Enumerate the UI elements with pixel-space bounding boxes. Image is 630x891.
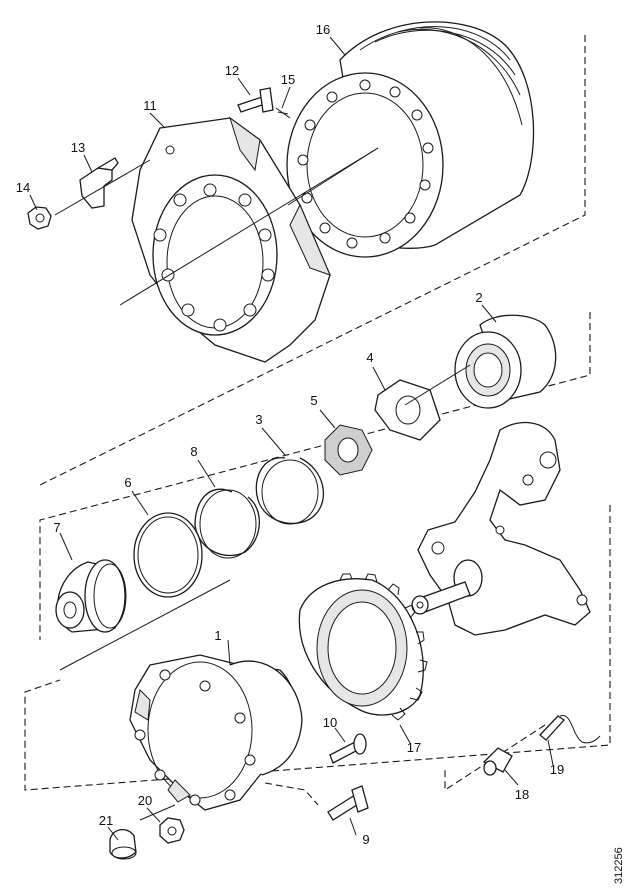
disc-bolt-holes [153, 183, 275, 332]
sleeve-18 [482, 747, 513, 776]
circlip-8 [194, 488, 260, 559]
o-ring-6 [133, 512, 203, 598]
bracket-13 [79, 157, 119, 209]
center-axes [54, 147, 471, 821]
callout-2: 2 [475, 290, 482, 305]
bolt-9 [327, 785, 369, 821]
abs-ring-teeth [339, 573, 428, 721]
sensor-19 [539, 715, 601, 744]
callout-13: 13 [71, 140, 85, 155]
callout-17: 17 [407, 740, 421, 755]
callout-19: 19 [550, 762, 564, 777]
callout-9: 9 [362, 832, 369, 847]
callout-4: 4 [366, 350, 373, 365]
lock-washer-4 [374, 379, 441, 441]
nut-14 [27, 206, 52, 230]
leader-lines [29, 36, 554, 841]
callout-5: 5 [310, 393, 317, 408]
callout-16: 16 [316, 22, 330, 37]
bolt-12 [237, 87, 274, 113]
callout-labels: 1 2 3 4 5 6 7 8 9 10 11 12 13 14 15 16 1… [16, 22, 564, 847]
wheel-disc [131, 116, 331, 363]
spring-pin-15 [275, 107, 291, 119]
callout-21: 21 [99, 813, 113, 828]
callout-7: 7 [53, 520, 60, 535]
callout-15: 15 [281, 72, 295, 87]
bearing-2 [454, 314, 557, 409]
abs-ring-17 [298, 573, 428, 721]
callout-18: 18 [515, 787, 529, 802]
document-number: 312256 [613, 847, 625, 884]
callout-20: 20 [138, 793, 152, 808]
callout-10: 10 [323, 715, 337, 730]
callout-14: 14 [16, 180, 30, 195]
nut-20 [159, 817, 185, 844]
hub-nut-5 [324, 424, 373, 476]
wheel-stud-10 [329, 733, 367, 764]
hub-bolt-holes [134, 669, 256, 806]
callout-8: 8 [190, 444, 197, 459]
circlip-3 [255, 457, 324, 525]
callout-3: 3 [255, 412, 262, 427]
callout-11: 11 [143, 98, 157, 113]
wheel-hub-1 [129, 654, 303, 811]
drum-bolt-holes [297, 79, 434, 249]
callout-1: 1 [214, 628, 221, 643]
callout-12: 12 [225, 63, 239, 78]
group-lines [24, 35, 611, 806]
brake-drum [286, 21, 535, 258]
cap-nut-21 [109, 829, 137, 860]
hub-cap-7 [55, 559, 127, 633]
callout-6: 6 [124, 475, 131, 490]
steering-knuckle [411, 421, 591, 636]
